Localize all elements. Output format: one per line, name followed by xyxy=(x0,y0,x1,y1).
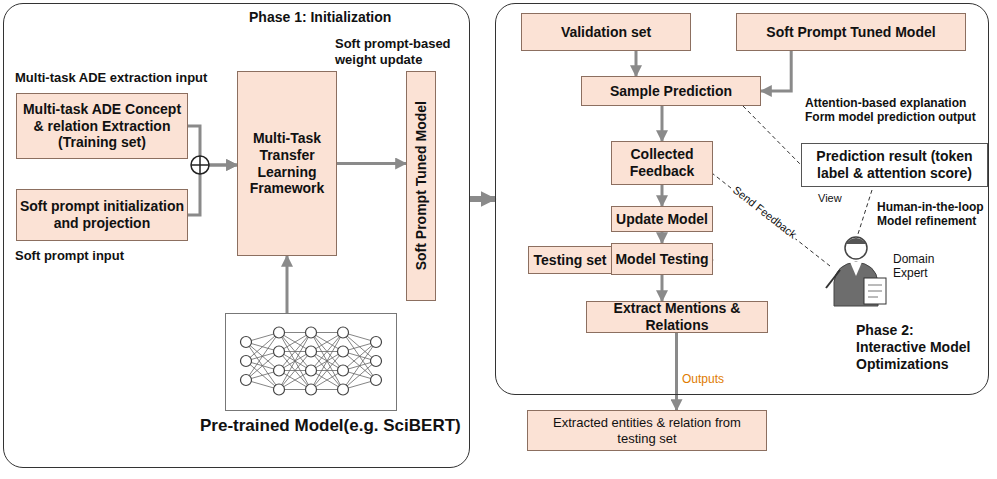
concat-symbol xyxy=(191,156,209,174)
model-box: Soft Prompt Tuned Model xyxy=(736,13,966,51)
node-text: Collected Feedback xyxy=(612,146,712,180)
node-text: Soft Prompt Tuned Model xyxy=(413,101,430,270)
node-text: Model Testing xyxy=(615,251,708,268)
node-text: Update Model xyxy=(616,211,708,228)
flow-arrow xyxy=(661,185,664,206)
flow-arrow xyxy=(661,232,664,243)
annotation-label: Attention-based explanation Form model p… xyxy=(805,96,985,125)
output-label: Outputs xyxy=(682,372,724,386)
process-box: Extract Mentions & Relations xyxy=(586,301,768,333)
role-label: Domain Expert xyxy=(893,252,955,281)
process-box: Model Testing xyxy=(611,243,713,275)
node-text: Extract Mentions & Relations xyxy=(587,300,767,334)
flow-arrow xyxy=(337,162,406,165)
process-box: Sample Prediction xyxy=(581,76,761,106)
neural-network-icon xyxy=(241,327,382,395)
annotation-label: Human-in-the-loop Model refinement xyxy=(877,200,989,229)
section-label: Multi-task ADE extraction input xyxy=(15,70,230,86)
leader-label: View xyxy=(818,192,842,205)
flow-arrow xyxy=(470,196,495,202)
process-box: Collected Feedback xyxy=(611,141,713,185)
flow-arrow xyxy=(761,51,791,91)
section-label: Soft prompt-based weight update xyxy=(335,36,465,67)
panel-heading: Phase 2: Interactive Model Optimizations xyxy=(856,322,986,372)
node-text: Extracted entities & relation from testi… xyxy=(534,415,760,446)
domain-expert-icon xyxy=(826,237,886,306)
panel-heading: Phase 1: Initialization xyxy=(249,9,469,26)
input-box: Multi-task ADE Concept & relation Extrac… xyxy=(16,93,188,159)
prediction-callout: Prediction result (token label & attenti… xyxy=(801,143,988,187)
pretrained-model-box: Pre-trained Model(e.g. SciBERT) xyxy=(225,313,397,411)
node-text: Soft Prompt Tuned Model xyxy=(766,24,935,41)
process-box: Update Model xyxy=(611,206,713,232)
flow-arrow xyxy=(286,256,289,313)
dataset-box: Testing set xyxy=(528,246,612,274)
section-label: Soft prompt input xyxy=(15,248,215,264)
node-text: Soft prompt initialization and projectio… xyxy=(17,198,187,232)
framework-box: Multi-Task Transfer Learning Framework xyxy=(237,71,337,256)
dataset-box: Validation set xyxy=(521,13,691,51)
flow-arrow xyxy=(635,51,638,76)
input-box: Soft prompt initialization and projectio… xyxy=(16,189,188,241)
node-text: Testing set xyxy=(534,252,607,269)
dashed-connector xyxy=(743,106,801,165)
node-text: Prediction result (token label & attenti… xyxy=(802,148,987,182)
leader-label: Send Feedback xyxy=(729,182,801,242)
node-text: Pre-trained Model(e.g. SciBERT) xyxy=(200,416,461,436)
output-box: Extracted entities & relation from testi… xyxy=(527,410,767,451)
flow-arrow xyxy=(661,275,664,301)
node-text: Validation set xyxy=(561,24,651,41)
node-text: Multi-Task Transfer Learning Framework xyxy=(238,130,336,197)
node-text: Sample Prediction xyxy=(610,83,732,100)
flow-arrow xyxy=(675,333,678,410)
flow-arrow xyxy=(661,106,664,141)
model-box: Soft Prompt Tuned Model xyxy=(406,71,436,301)
node-text: Multi-task ADE Concept & relation Extrac… xyxy=(17,101,187,151)
